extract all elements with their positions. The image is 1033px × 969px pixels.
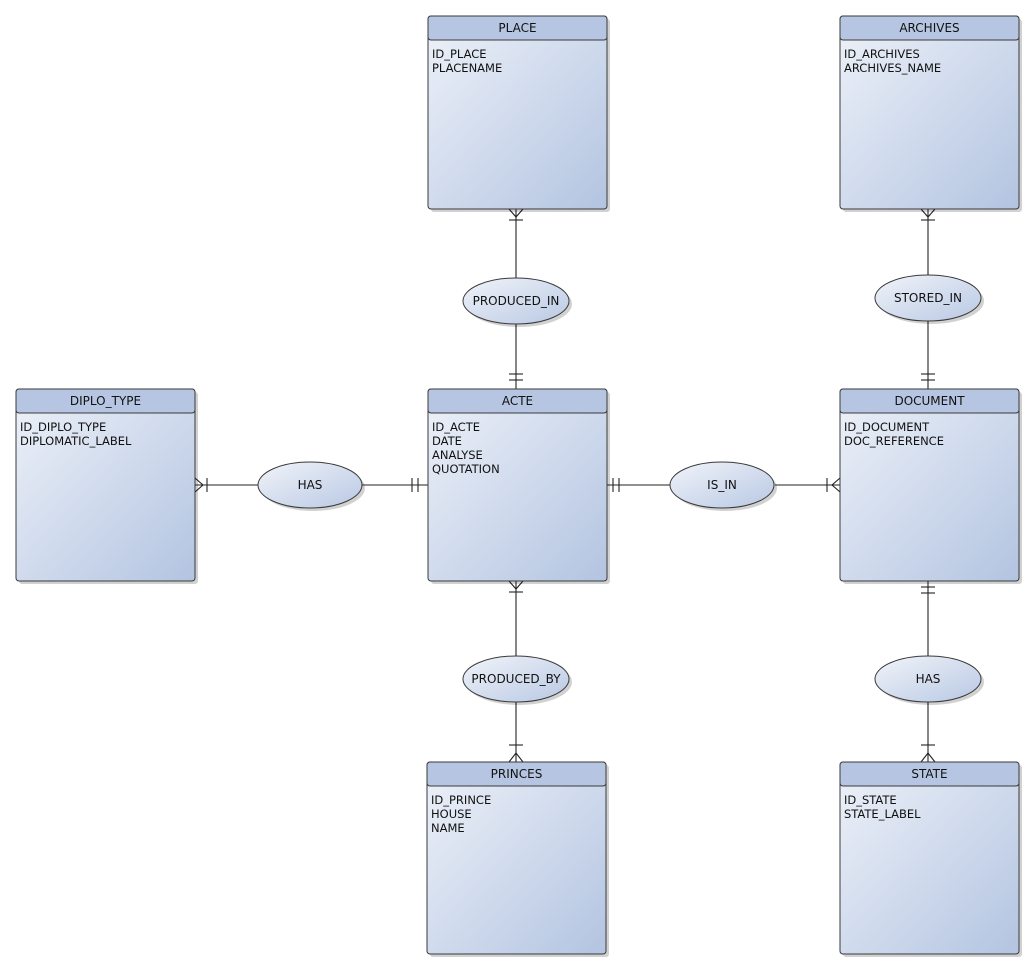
entity-document[interactable]: DOCUMENT ID_DOCUMENT DOC_REFERENCE — [839, 388, 1022, 584]
entity-title-archives: ARCHIVES — [899, 21, 959, 35]
relationship-label-has-diplo-type: HAS — [298, 478, 323, 492]
crowfoot-state — [920, 752, 936, 763]
attr-state-1: STATE_LABEL — [844, 807, 921, 821]
entity-title-document: DOCUMENT — [894, 394, 965, 408]
entity-place[interactable]: PLACE ID_PLACE PLACENAME — [427, 15, 610, 212]
attr-acte-2: ANALYSE — [432, 448, 483, 462]
attr-princes-1: HOUSE — [431, 807, 472, 821]
relationship-label-produced-by: PRODUCED_BY — [471, 672, 561, 686]
entity-title-princes: PRINCES — [491, 767, 543, 781]
attr-acte-0: ID_ACTE — [432, 420, 480, 434]
attr-place-0: ID_PLACE — [432, 47, 487, 61]
relationship-produced-in[interactable]: PRODUCED_IN — [462, 277, 572, 327]
attr-princes-2: NAME — [431, 821, 465, 835]
relationship-label-has-state: HAS — [916, 672, 941, 686]
entity-diplo-type[interactable]: DIPLO_TYPE ID_DIPLO_TYPE DIPLOMATIC_LABE… — [15, 388, 198, 584]
entity-princes[interactable]: PRINCES ID_PRINCE HOUSE NAME — [426, 761, 609, 957]
cardinality-marks — [194, 208, 936, 763]
entity-title-place: PLACE — [498, 21, 536, 35]
attr-archives-1: ARCHIVES_NAME — [844, 61, 941, 75]
attr-document-0: ID_DOCUMENT — [844, 420, 930, 434]
crowfoot-diplo-type — [194, 477, 204, 493]
crowfoot-document — [831, 477, 841, 493]
entity-archives[interactable]: ARCHIVES ID_ARCHIVES ARCHIVES_NAME — [839, 15, 1022, 212]
entity-state[interactable]: STATE ID_STATE STATE_LABEL — [839, 761, 1022, 957]
attr-diplo-type-1: DIPLOMATIC_LABEL — [20, 434, 132, 448]
relationship-is-in[interactable]: IS_IN — [669, 461, 777, 511]
relationship-produced-by[interactable]: PRODUCED_BY — [462, 655, 572, 705]
crowfoot-place — [508, 208, 524, 218]
attr-state-0: ID_STATE — [844, 793, 897, 807]
attr-acte-1: DATE — [432, 434, 462, 448]
crowfoot-princes — [508, 752, 524, 763]
attr-place-1: PLACENAME — [432, 61, 502, 75]
attr-acte-3: QUOTATION — [432, 462, 500, 476]
attr-princes-0: ID_PRINCE — [431, 793, 491, 807]
relationship-has-state[interactable]: HAS — [874, 655, 984, 705]
relationship-has-diplo-type[interactable]: HAS — [257, 461, 365, 511]
crowfoot-archives — [920, 208, 936, 218]
entity-title-state: STATE — [911, 767, 947, 781]
relationship-label-produced-in: PRODUCED_IN — [473, 294, 560, 308]
entity-title-acte: ACTE — [502, 394, 533, 408]
crowfoot-acte-bottom — [508, 580, 524, 590]
relationship-stored-in[interactable]: STORED_IN — [874, 274, 984, 324]
relationship-label-is-in: IS_IN — [707, 478, 737, 492]
relationship-label-stored-in: STORED_IN — [894, 291, 962, 305]
entity-acte[interactable]: ACTE ID_ACTE DATE ANALYSE QUOTATION — [427, 388, 610, 584]
attr-archives-0: ID_ARCHIVES — [844, 47, 920, 61]
attr-document-1: DOC_REFERENCE — [844, 434, 944, 448]
attr-diplo-type-0: ID_DIPLO_TYPE — [20, 420, 106, 434]
entity-title-diplo-type: DIPLO_TYPE — [70, 394, 141, 408]
